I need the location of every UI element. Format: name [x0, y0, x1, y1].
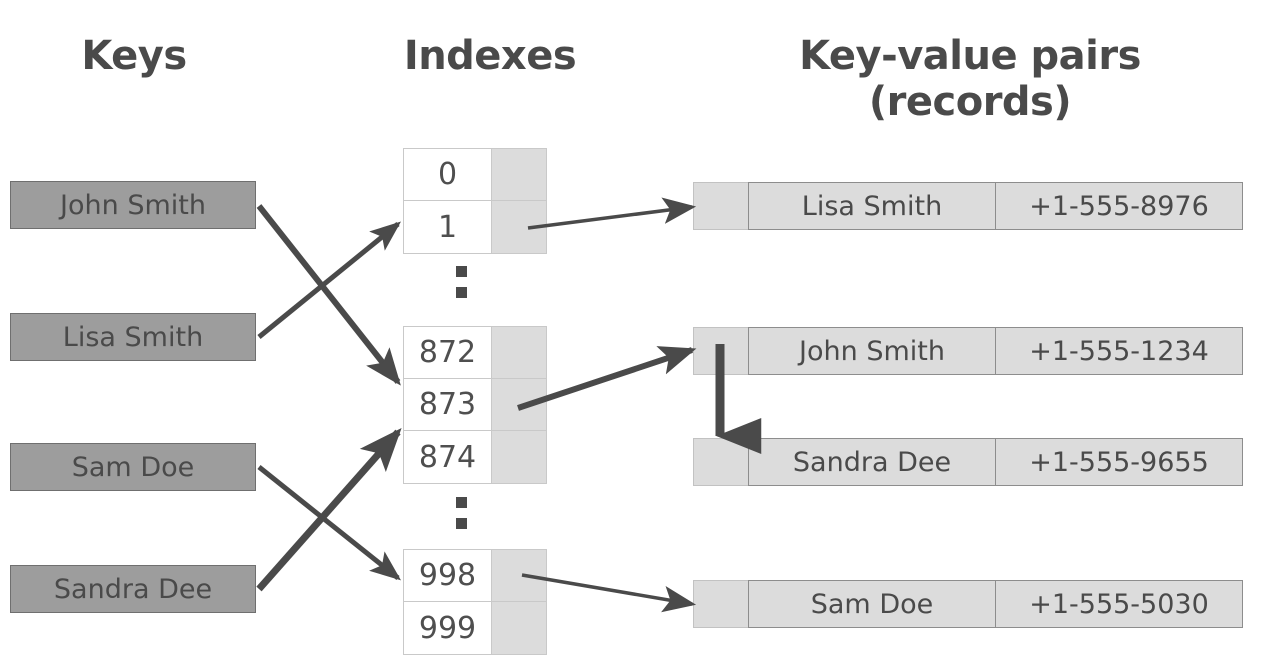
index-number: 872 — [404, 327, 492, 378]
index-row-873[interactable]: 873 — [404, 379, 546, 431]
index-pointer-slot[interactable] — [492, 550, 546, 601]
index-pointer-slot[interactable] — [492, 201, 546, 253]
key-label: Sandra Dee — [53, 573, 213, 605]
index-number: 998 — [404, 550, 492, 601]
record-key: Sandra Dee — [748, 438, 996, 486]
record-lisa-smith[interactable]: Lisa Smith +1-555-8976 — [693, 182, 1243, 230]
key-box-sam-doe[interactable]: Sam Doe — [10, 443, 256, 491]
arrow-john-smith-to-873 — [256, 204, 401, 386]
index-number: 1 — [404, 201, 492, 253]
column-title-keys: Keys — [81, 33, 187, 79]
record-john-smith[interactable]: John Smith +1-555-1234 — [693, 327, 1243, 375]
index-pointer-slot[interactable] — [492, 602, 546, 654]
key-box-sandra-dee[interactable]: Sandra Dee — [10, 565, 256, 613]
index-pointer-slot[interactable] — [492, 149, 546, 200]
index-pointer-slot[interactable] — [492, 379, 546, 430]
record-value: +1-555-8976 — [995, 182, 1243, 230]
column-title-indexes: Indexes — [403, 33, 577, 79]
record-value: +1-555-5030 — [995, 580, 1243, 628]
key-label: Lisa Smith — [62, 321, 204, 353]
index-number: 0 — [404, 149, 492, 200]
record-key: John Smith — [748, 327, 996, 375]
index-pointer-slot[interactable] — [492, 431, 546, 483]
index-group-top: 0 1 — [403, 148, 547, 254]
arrow-lisa-smith-to-1 — [257, 221, 402, 339]
index-group-bottom: 998 999 — [403, 549, 547, 655]
index-group-middle: 872 873 874 — [403, 326, 547, 484]
index-row-872[interactable]: 872 — [404, 327, 546, 379]
record-pointer-cell — [693, 182, 749, 230]
key-box-john-smith[interactable]: John Smith — [10, 181, 256, 229]
record-sam-doe[interactable]: Sam Doe +1-555-5030 — [693, 580, 1243, 628]
record-key: Sam Doe — [748, 580, 996, 628]
index-number: 874 — [404, 431, 492, 483]
index-row-1[interactable]: 1 — [404, 201, 546, 253]
arrow-998-to-record-sam-doe — [521, 573, 697, 613]
vertical-ellipsis-icon — [456, 266, 470, 298]
index-row-874[interactable]: 874 — [404, 431, 546, 483]
arrow-sandra-dee-to-873 — [256, 427, 402, 592]
record-value: +1-555-1234 — [995, 327, 1243, 375]
record-key: Lisa Smith — [748, 182, 996, 230]
record-pointer-cell — [693, 327, 749, 375]
index-number: 873 — [404, 379, 492, 430]
record-sandra-dee[interactable]: Sandra Dee +1-555-9655 — [693, 438, 1243, 486]
index-row-0[interactable]: 0 — [404, 149, 546, 201]
record-value: +1-555-9655 — [995, 438, 1243, 486]
arrow-1-to-record-lisa-smith — [527, 197, 697, 230]
vertical-ellipsis-icon — [456, 497, 470, 529]
record-pointer-cell — [693, 580, 749, 628]
key-box-lisa-smith[interactable]: Lisa Smith — [10, 313, 256, 361]
record-pointer-cell — [693, 438, 749, 486]
arrow-sam-doe-to-998 — [257, 465, 402, 581]
index-number: 999 — [404, 602, 492, 654]
key-label: Sam Doe — [71, 451, 195, 483]
index-row-999[interactable]: 999 — [404, 602, 546, 654]
key-label: John Smith — [60, 189, 206, 221]
column-title-records: Key-value pairs (records) — [799, 33, 1141, 125]
index-row-998[interactable]: 998 — [404, 550, 546, 602]
index-pointer-slot[interactable] — [492, 327, 546, 378]
